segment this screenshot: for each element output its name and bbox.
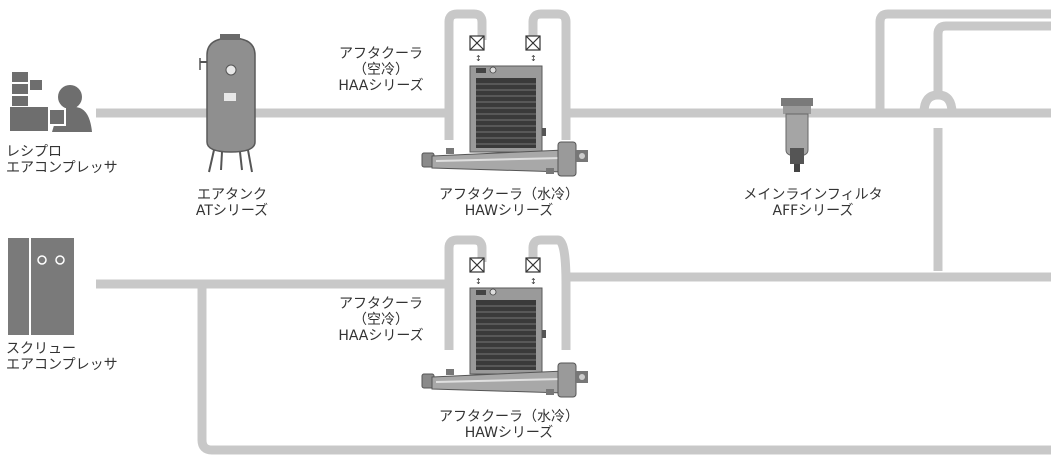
screw-compressor-label-line2: エアコンプレッサ xyxy=(6,357,118,373)
svg-text:↕: ↕ xyxy=(530,54,537,63)
svg-text:↕: ↕ xyxy=(475,54,482,63)
water-cooled-aftercooler-bottom-icon xyxy=(421,362,588,398)
main-line-filter-label: メインラインフィルタ AFFシリーズ xyxy=(730,187,896,219)
upper-bypass-loop-right xyxy=(528,9,571,113)
upper-bypass-loop xyxy=(444,9,487,113)
aftercooler-air-bottom-label-line1: アフタクーラ xyxy=(339,296,423,312)
right-riser-2 xyxy=(933,21,1051,98)
air-tank-icon xyxy=(199,34,256,173)
lower-return-loop xyxy=(197,288,1051,455)
air-tank-label-line1: エアタンク xyxy=(197,187,267,203)
aftercooler-water-bottom-label-line1: アフタクーラ（水冷） xyxy=(439,409,579,425)
air-cooled-aftercooler-top-icon: ↕ ↕ xyxy=(469,35,546,153)
svg-text:↕: ↕ xyxy=(530,277,537,286)
aftercooler-air-bottom-label-line3: HAAシリーズ xyxy=(338,328,424,344)
pipe-network xyxy=(96,9,1051,455)
lower-bypass-loop xyxy=(444,235,487,284)
air-tank-label: エアタンク ATシリーズ xyxy=(188,187,276,219)
aftercooler-air-top-label-line3: HAAシリーズ xyxy=(338,78,424,94)
screw-compressor-label-line1: スクリュー xyxy=(6,341,76,357)
air-cooled-aftercooler-bottom-icon: ↕ ↕ xyxy=(469,257,546,375)
right-riser-1 xyxy=(875,9,1051,113)
recip-compressor-label-line1: レシプロ xyxy=(6,144,62,160)
screw-compressor-label: スクリュー エアコンプレッサ xyxy=(6,341,118,373)
air-tank-label-line2: ATシリーズ xyxy=(195,203,269,219)
lower-bypass-loop-right xyxy=(528,235,571,285)
aftercooler-water-bottom-label-line2: HAWシリーズ xyxy=(464,425,554,441)
recip-compressor-label-line2: エアコンプレッサ xyxy=(6,160,118,176)
aftercooler-air-top-label: アフタクーラ （空冷） HAAシリーズ xyxy=(328,46,434,94)
svg-text:↕: ↕ xyxy=(475,277,482,286)
aftercooler-air-bottom-label: アフタクーラ （空冷） HAAシリーズ xyxy=(328,296,434,344)
screw-compressor-icon xyxy=(8,238,74,335)
main-line-filter-label-line2: AFFシリーズ xyxy=(772,203,854,219)
main-line-filter-icon xyxy=(781,98,813,172)
aftercooler-air-top-label-line1: アフタクーラ xyxy=(339,46,423,62)
aftercooler-water-top-label-line1: アフタクーラ（水冷） xyxy=(439,187,579,203)
right-crossover xyxy=(919,90,957,114)
aftercooler-air-bottom-label-line2: （空冷） xyxy=(353,312,409,328)
recip-compressor-label: レシプロ エアコンプレッサ xyxy=(6,144,118,176)
aftercooler-water-bottom-label: アフタクーラ（水冷） HAWシリーズ xyxy=(424,409,594,441)
aftercooler-air-top-label-line2: （空冷） xyxy=(353,62,409,78)
reciprocating-compressor-icon xyxy=(10,72,92,132)
water-cooled-aftercooler-top-icon xyxy=(421,141,588,177)
aftercooler-water-top-label: アフタクーラ（水冷） HAWシリーズ xyxy=(424,187,594,219)
aftercooler-water-top-label-line2: HAWシリーズ xyxy=(464,203,554,219)
main-line-filter-label-line1: メインラインフィルタ xyxy=(743,187,883,203)
